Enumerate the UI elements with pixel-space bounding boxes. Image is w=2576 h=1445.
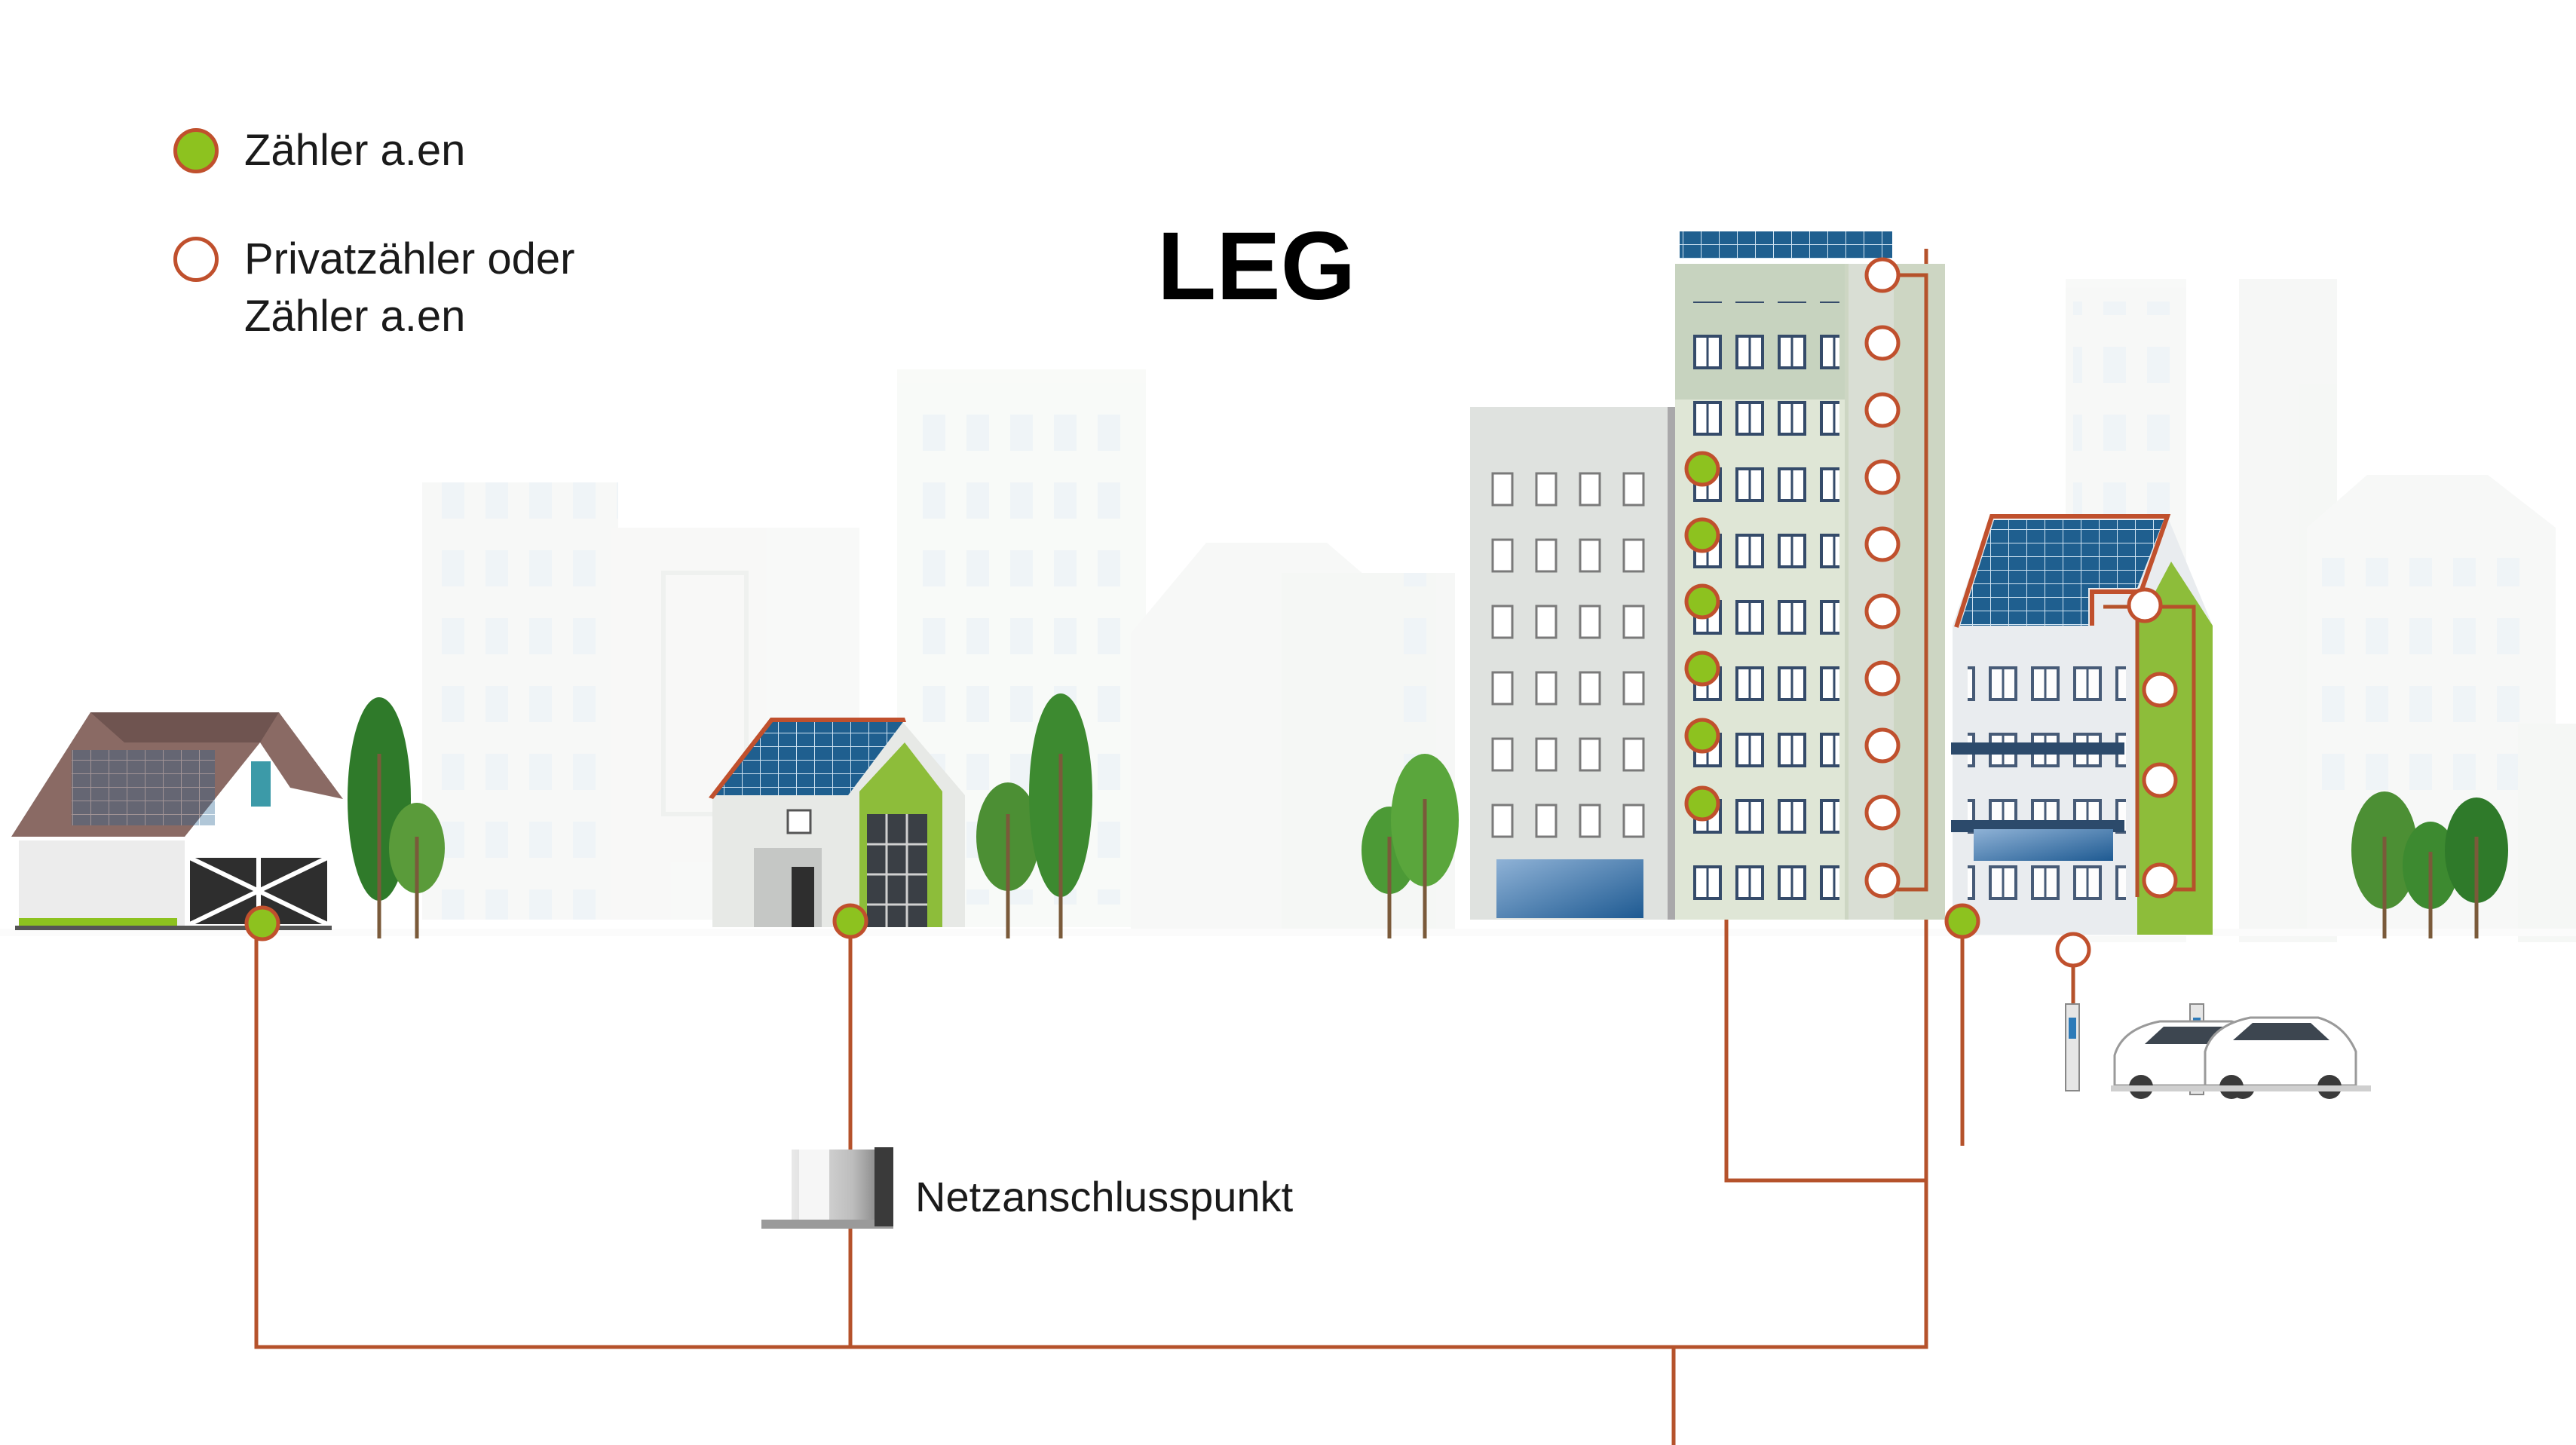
meter-private <box>1864 325 1901 361</box>
meter-a-en <box>1684 785 1720 822</box>
meter-private <box>1864 392 1901 428</box>
meter-private <box>1864 727 1901 764</box>
meter-private <box>2142 762 2178 798</box>
meter-private <box>1864 593 1901 629</box>
meter-private <box>1864 794 1901 831</box>
bg-building <box>422 482 618 920</box>
meter-private <box>2142 862 2178 899</box>
farmhouse-window <box>251 761 271 807</box>
tree <box>389 803 445 938</box>
meter-a-en <box>832 903 868 939</box>
car-shadow <box>2111 1085 2371 1091</box>
villa-window <box>786 809 812 834</box>
charging-station <box>2065 1003 2080 1091</box>
apartment-building <box>1951 514 2213 935</box>
tower-solar <box>1680 231 1892 259</box>
meter-private <box>1864 862 1901 899</box>
villa-glass <box>867 814 927 927</box>
bg-building <box>2314 558 2541 799</box>
tree <box>2403 822 2458 938</box>
meter-a-en <box>1684 651 1720 687</box>
meter-a-en <box>1944 903 1980 939</box>
meter-private <box>1864 526 1901 562</box>
meters <box>244 257 2178 968</box>
legend-white-meter-icon <box>173 237 219 282</box>
villa <box>709 718 965 927</box>
legend-item-private: Privatzähler oder Zähler a.en <box>173 234 574 345</box>
tree <box>2351 791 2418 938</box>
villa-door <box>792 867 814 927</box>
tower-building <box>1675 231 1945 920</box>
meter-private <box>2055 932 2091 968</box>
apartment-windows <box>1968 648 2126 920</box>
tree <box>2445 798 2508 938</box>
office-windows <box>1485 441 1659 840</box>
farmhouse-roof-ridge <box>90 712 279 742</box>
legend-label: Zähler a.en <box>244 126 466 175</box>
meter-private <box>2127 587 2163 623</box>
trees <box>348 693 2508 938</box>
meter-a-en <box>1684 517 1720 553</box>
meter-a-en <box>244 905 280 941</box>
legend-label: Privatzähler oder Zähler a.en <box>244 234 575 341</box>
meter-a-en <box>1684 718 1720 754</box>
ground <box>0 929 2576 936</box>
tree <box>976 782 1040 938</box>
connection-point-label: Netzanschlusspunkt <box>915 1173 1294 1220</box>
legend-item-a-en: Zähler a.en <box>173 126 465 179</box>
meter-private <box>1864 660 1901 696</box>
meter-private <box>1864 257 1901 293</box>
villa-roof-solar <box>712 720 905 795</box>
villa-roof-edge <box>709 718 906 799</box>
office-entrance <box>1496 859 1643 918</box>
apartment-roof-solar <box>1960 520 2164 626</box>
bg-building <box>661 571 749 816</box>
diagram-title: LEG <box>1157 213 1356 320</box>
bg-building <box>2518 724 2576 942</box>
tree <box>1391 754 1459 938</box>
apartment-balcony-band <box>1951 742 2124 755</box>
apartment-canopy <box>1974 829 2113 861</box>
meter-a-en <box>1684 451 1720 487</box>
meter-private <box>1864 459 1901 495</box>
legend-green-meter-icon <box>173 128 219 173</box>
farmhouse-roof-solar <box>72 750 215 825</box>
farmhouse <box>11 712 343 930</box>
farmhouse-grass <box>19 918 177 926</box>
meter-private <box>2142 672 2178 708</box>
meter-a-en <box>1684 583 1720 620</box>
ev-charging-area <box>2065 1003 2371 1099</box>
connection-point-box <box>761 1147 893 1229</box>
tree <box>1029 693 1092 938</box>
